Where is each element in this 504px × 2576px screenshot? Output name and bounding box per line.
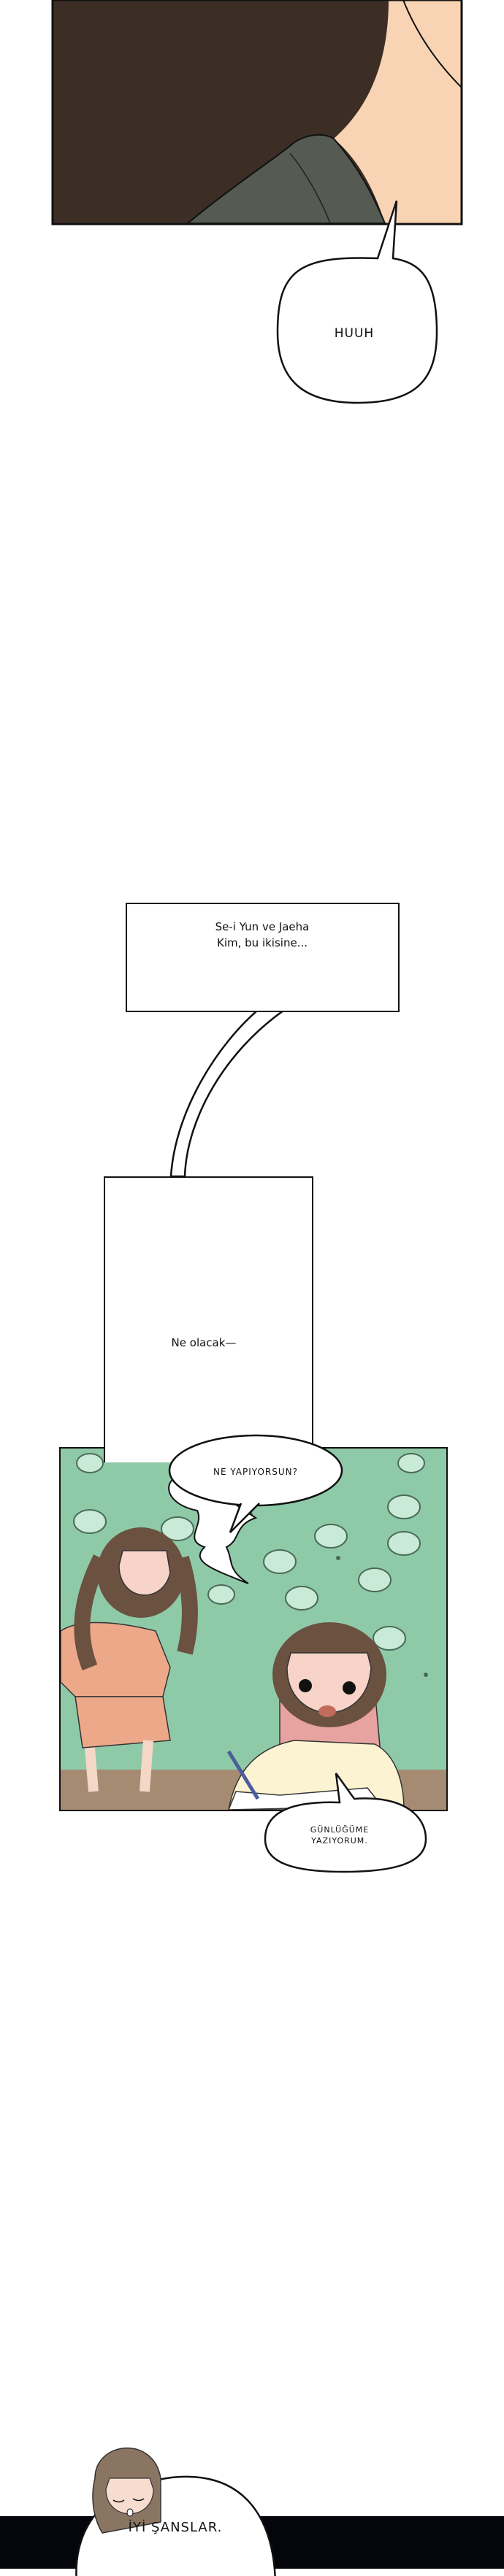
bubble-text-iyi-sanslar: İYİ ŞANSLAR. (128, 2520, 223, 2535)
panel-1-artwork (51, 0, 463, 225)
narration-box-1: Se-i Yun ve Jaeha Kim, bu ikisine... (126, 903, 400, 1012)
bubble-text-ne-yapiyorsun: NE YAPIYORSUN? (213, 1467, 298, 1477)
narration-text-1: Se-i Yun ve Jaeha Kim, bu ikisine... (215, 920, 310, 949)
bubble-text-huuh: HUUH (334, 326, 375, 341)
speech-bubble-gunlugume (264, 1773, 427, 1873)
speech-bubble-huuh (276, 200, 438, 404)
narration-text-2: Ne olacak— (171, 1336, 237, 1349)
bubble-text-gunlugume: GÜNLÜĞÜME YAZIYORUM. (310, 1825, 370, 1846)
chibi-girl-head (92, 2448, 161, 2534)
narration-box-2: Ne olacak— (104, 1176, 313, 1462)
speech-bubble-ne-yapiyorsun (168, 1434, 343, 1584)
